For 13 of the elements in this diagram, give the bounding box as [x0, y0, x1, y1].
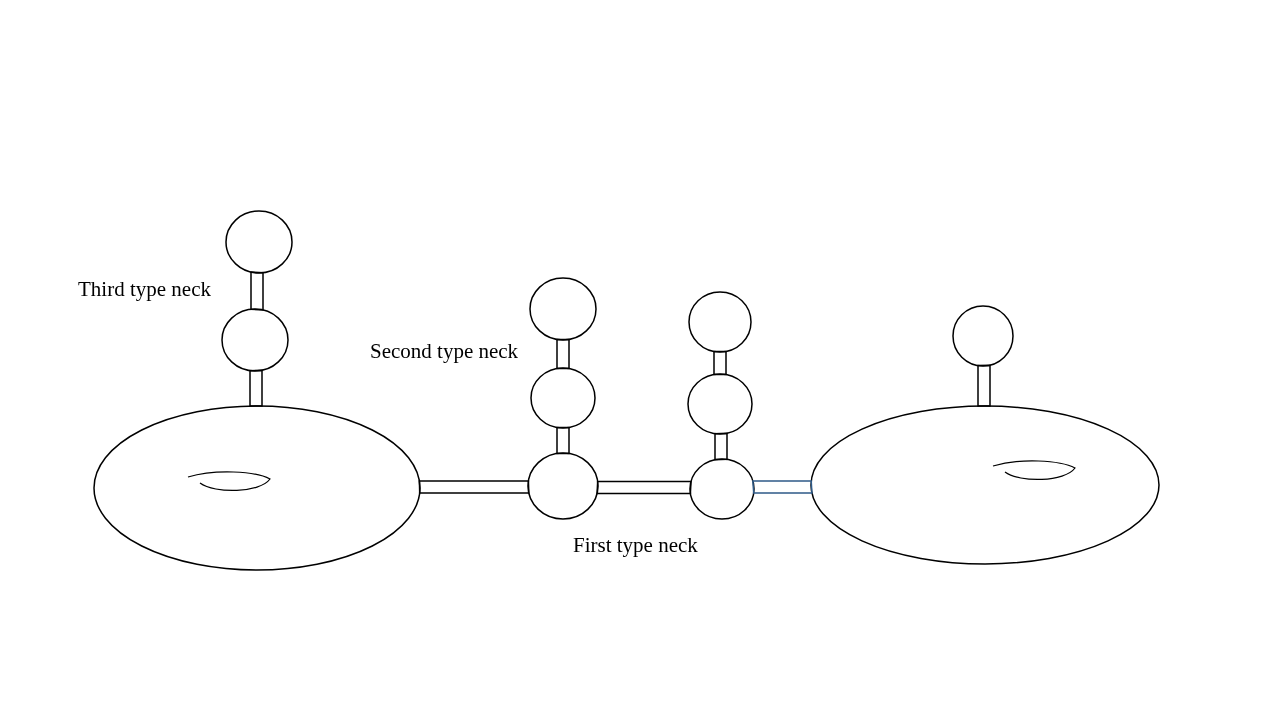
neck-tube: [752, 480, 813, 494]
neck-label: Second type neck: [370, 341, 519, 362]
neck-tube: [250, 271, 264, 311]
neck-tube: [977, 364, 991, 407]
neck-tube: [249, 369, 263, 407]
neck-tube: [596, 480, 692, 495]
neck-label: First type neck: [573, 535, 698, 556]
neck-tube: [556, 426, 570, 455]
neck-tube: [418, 480, 530, 494]
neck-label: Third type neck: [78, 279, 211, 300]
neck-tube: [556, 338, 570, 370]
neck-tube: [713, 350, 727, 376]
neck-tube: [714, 432, 728, 461]
